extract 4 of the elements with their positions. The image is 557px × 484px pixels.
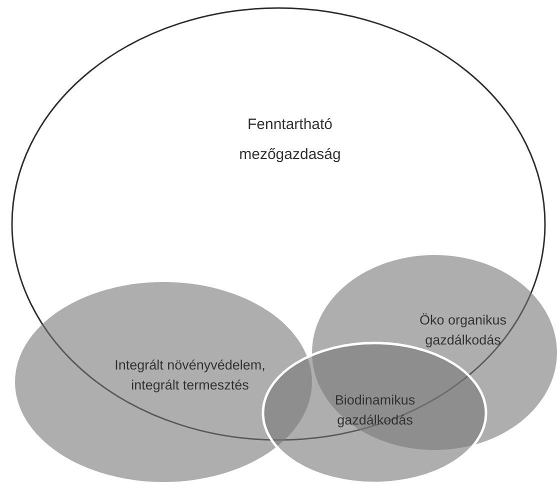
set-label: Integrált növényvédelem, integrált termesztés [114,356,266,394]
set-label: Fenntartható mezőgazdaság [238,115,342,165]
set-label: Öko organikus gazdálkodás [418,311,508,350]
set-label: Biodinamikus gazdálkodás [334,391,416,430]
